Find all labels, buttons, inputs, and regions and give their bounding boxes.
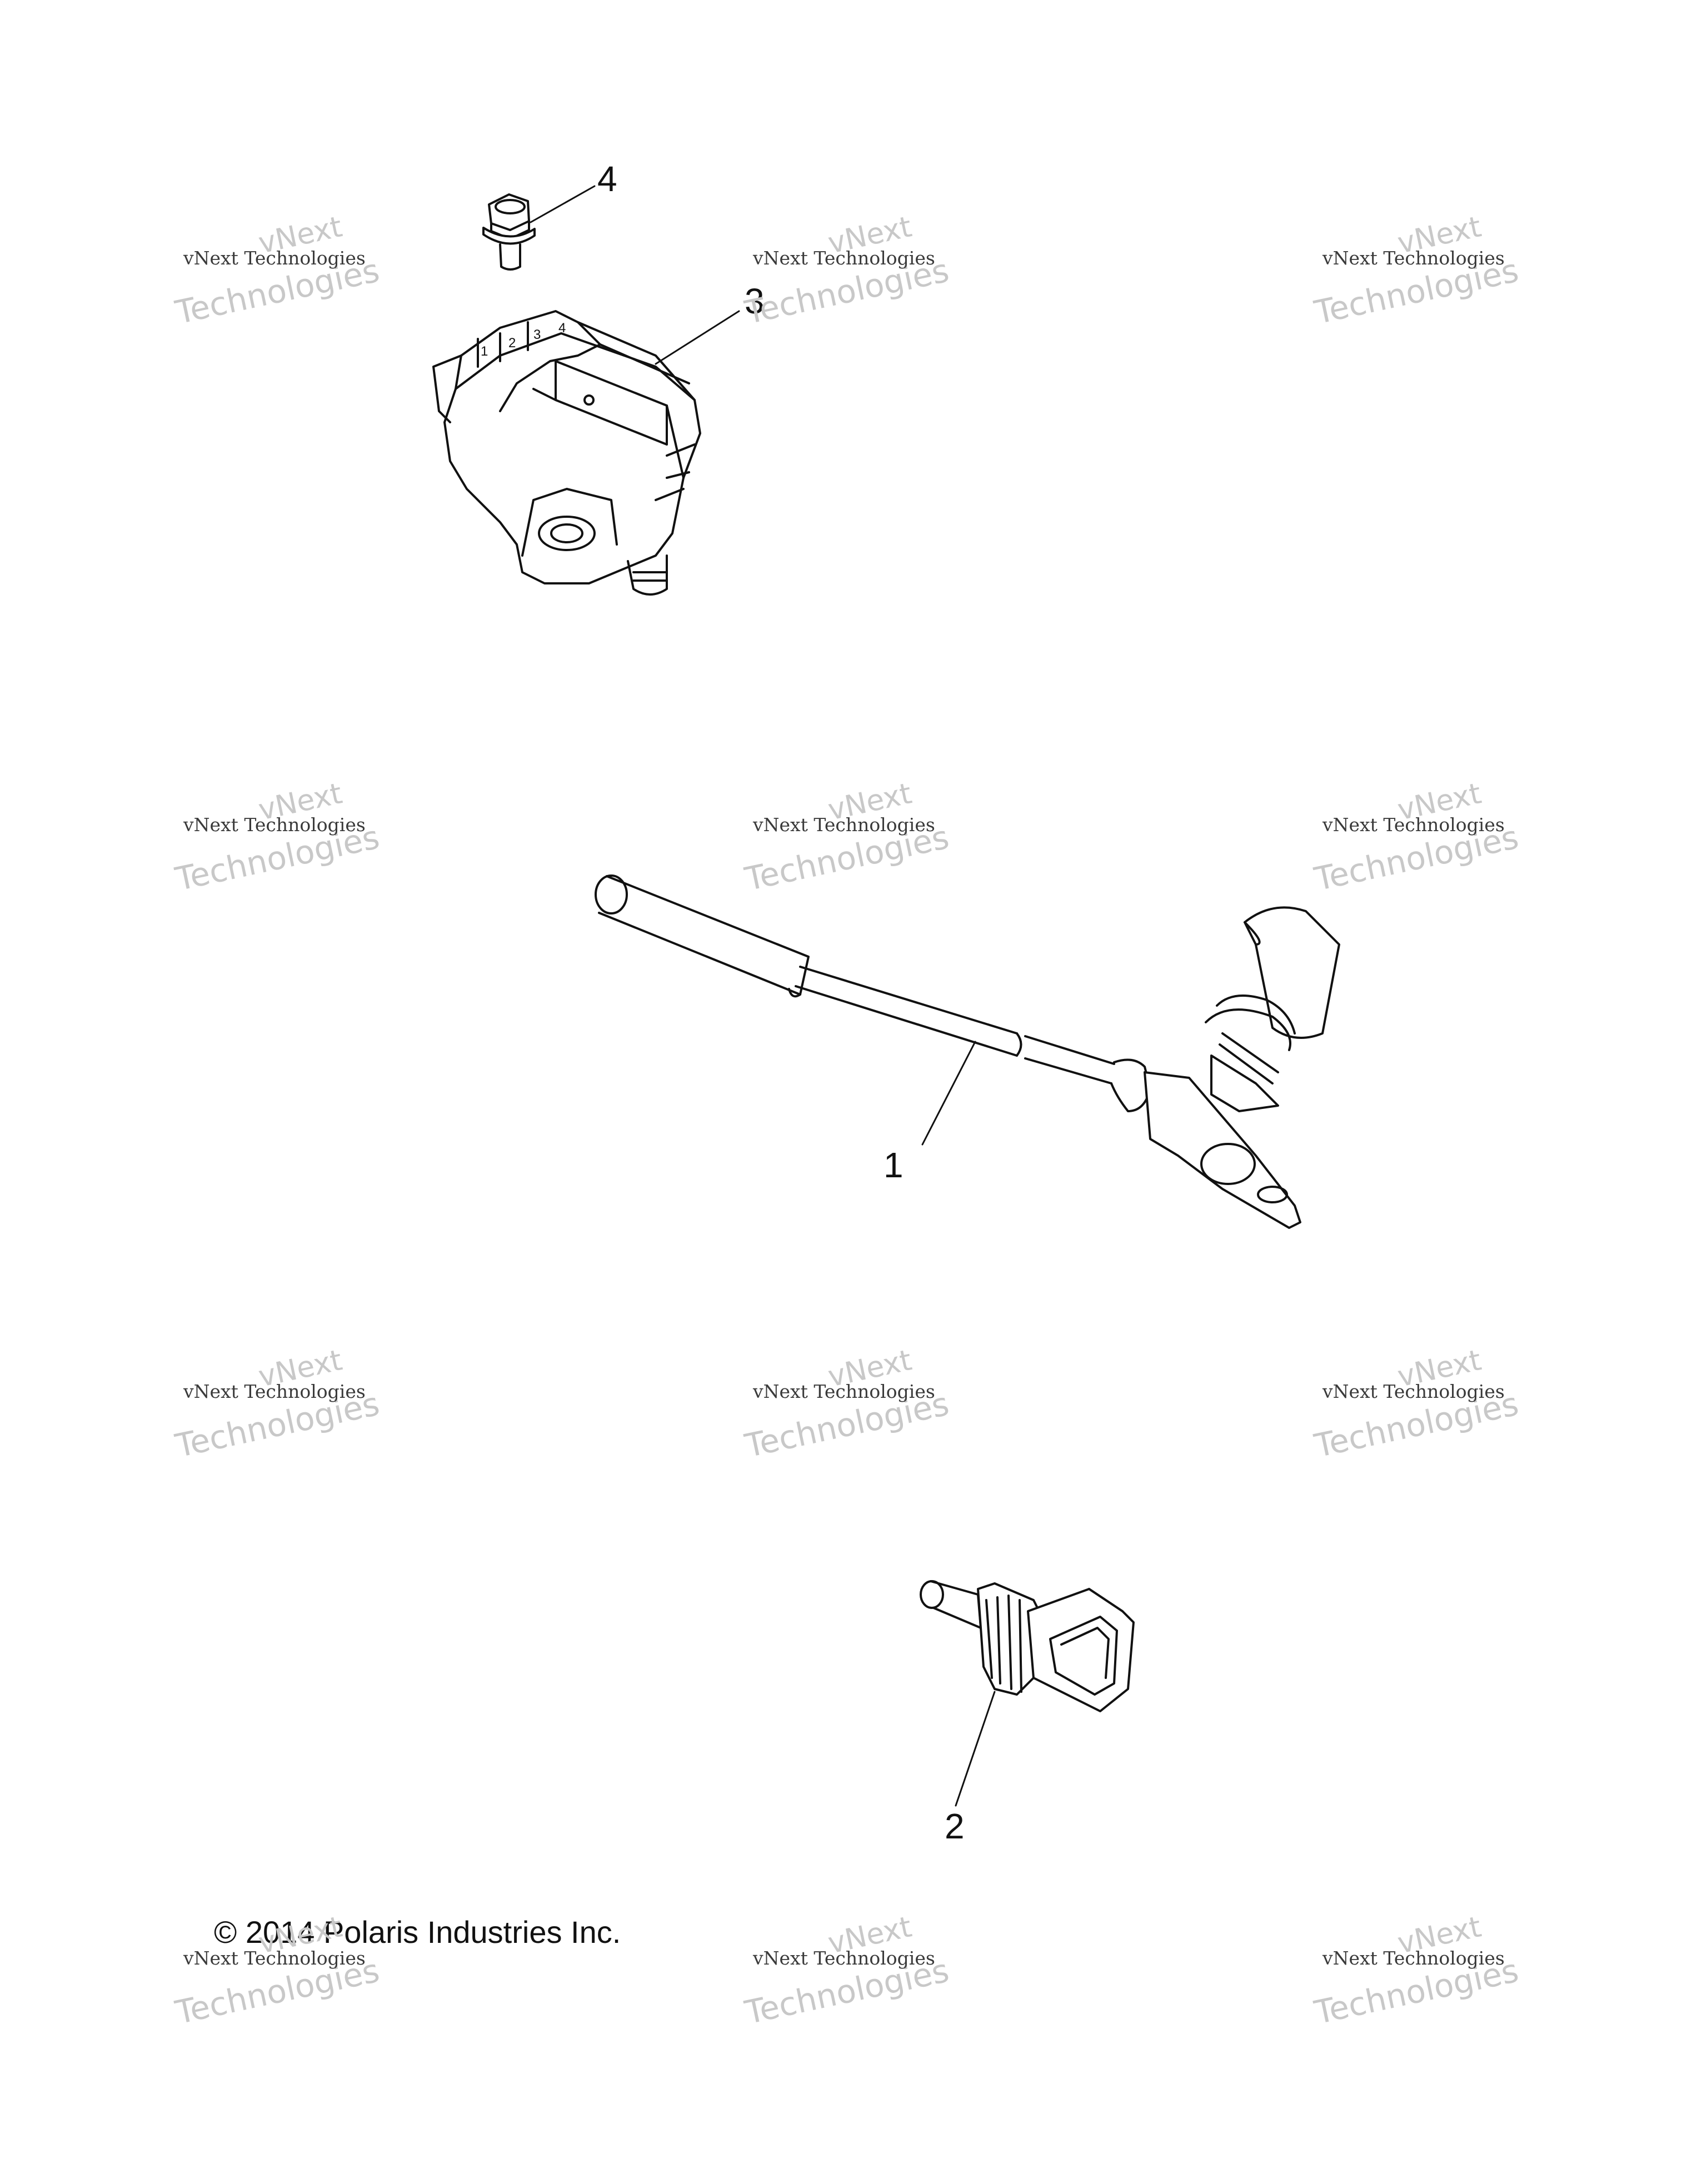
part-2-temp-sensor [920,1580,1135,1807]
copyright-notice: © 2014 Polaris Industries Inc. [214,1915,621,1950]
sensor-pin-label: 2 [508,336,516,351]
sensor-pin-labels: 1 2 3 4 [481,321,566,359]
callout-4: 4 [597,159,617,199]
sensor-pin-label: 3 [533,327,541,342]
part-4-bolt [482,185,596,271]
sensor-pin-label: 4 [558,321,566,336]
callout-2: 2 [945,1806,965,1846]
sensor-pin-label: 1 [481,344,488,359]
callout-1: 1 [884,1145,904,1185]
part-1-speed-sensor [595,874,1340,1229]
part-3-sensor [432,310,740,596]
callout-3: 3 [745,281,765,321]
